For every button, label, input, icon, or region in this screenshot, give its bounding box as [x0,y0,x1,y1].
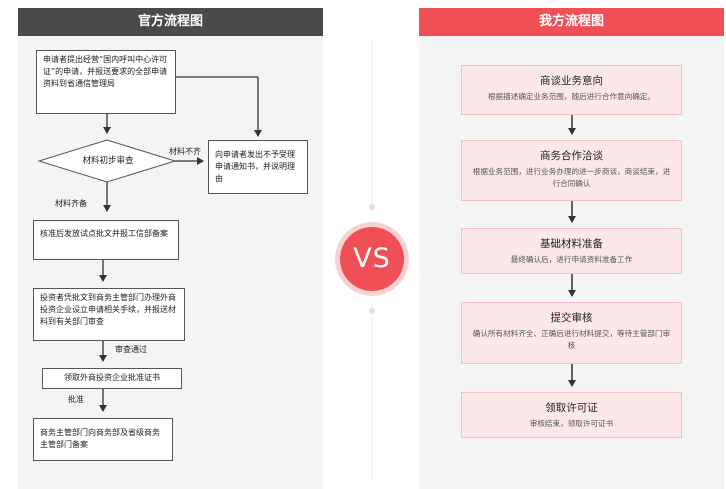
divider-dot-bottom [369,308,375,314]
official-step-certificate: 领取外商投资企业批准证书 [42,368,182,389]
our-step-2-desc: 根据业务范围，进行业务办理的进一步商谈，商谈结束，进行合同确认 [472,167,671,188]
our-step-3-desc: 最终确认后，进行申请资料准备工作 [510,255,633,264]
our-step-3: 基础材料准备 最终确认后，进行申请资料准备工作 [461,228,682,274]
our-step-5-desc: 审核结束，领取许可证书 [529,419,614,428]
official-flowchart-header: 官方流程图 [18,8,323,36]
our-step-4-desc: 确认所有材料齐全、正确后进行材料提交，等待主管部门审核 [472,329,671,350]
vs-badge: VS [340,227,404,291]
our-step-2: 商务合作洽谈 根据业务范围，进行业务办理的进一步商谈，商谈结束，进行合同确认 [461,140,682,201]
label-incomplete: 材料不齐 [169,147,201,156]
label-approved: 审查通过 [115,345,147,354]
divider-dot-top [369,204,375,210]
our-step-2-title: 商务合作洽谈 [540,150,603,162]
our-step-4-title: 提交审核 [550,312,593,324]
official-step-reject: 向申请者发出不予受理申请通知书，并说明理由 [208,140,308,194]
official-step-investor-apply: 投资者凭批文到商务主管部门办理外商投资企业设立申请相关手续，并报送材料到有关部门… [33,288,185,341]
decision-label: 材料初步审查 [82,156,134,166]
our-step-1-title: 商谈业务意向 [540,75,603,87]
label-complete: 材料齐备 [55,199,87,208]
our-step-5-title: 领取许可证 [545,402,598,414]
our-flowchart-header: 我方流程图 [419,8,724,36]
our-step-3-title: 基础材料准备 [540,238,603,250]
our-step-1: 商谈业务意向 根据描述确定业务范围，随后进行合作意向确定。 [461,65,682,115]
official-step-approval-doc: 核准后发放试点批文并报工信部备案 [33,220,179,260]
our-step-1-desc: 根据描述确定业务范围，随后进行合作意向确定。 [487,92,656,101]
label-ratify: 批准 [68,395,84,404]
official-step-filing: 商务主管部门向商务部及省级商务主管部门备案 [33,418,173,461]
our-step-4: 提交审核 确认所有材料齐全、正确后进行材料提交，等待主管部门审核 [461,302,682,364]
our-step-5: 领取许可证 审核结束，领取许可证书 [461,392,682,438]
official-step-apply: 申请者提出经营“国内呼叫中心许可证”的申请，并报送要求的全部申请资料到省通信管理… [36,50,176,114]
